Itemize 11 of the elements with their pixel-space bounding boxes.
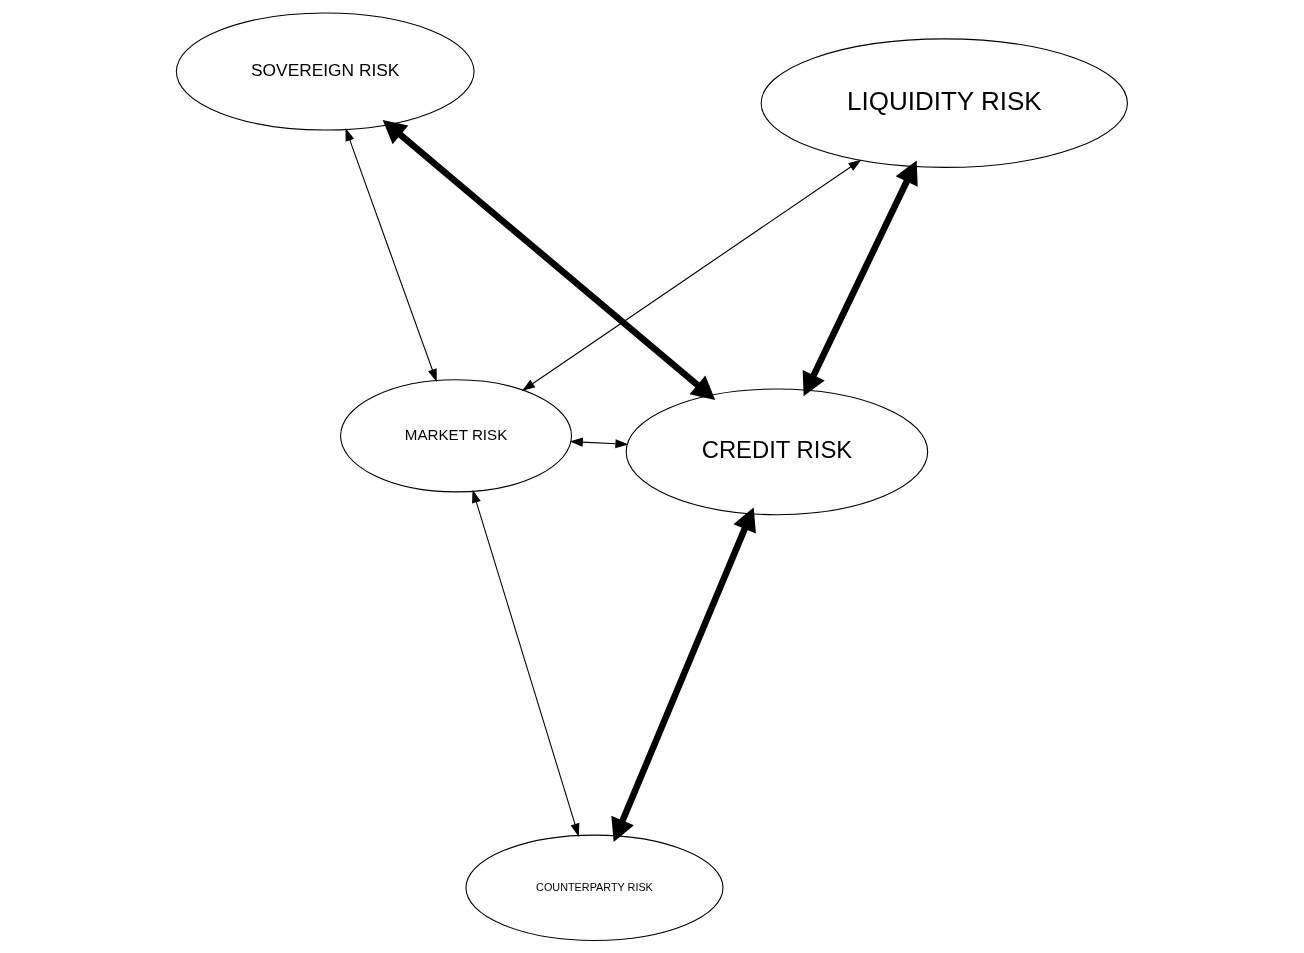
node-ellipse: COUNTERPARTY RISK: [465, 834, 724, 941]
arrow: [472, 489, 580, 837]
arrow: [382, 119, 716, 400]
arrow: [345, 127, 437, 382]
arrow: [802, 160, 918, 396]
arrow: [522, 159, 862, 391]
node-ellipse: LIQUIDITY RISK: [760, 37, 1128, 168]
node-ellipse: CREDIT RISK: [625, 388, 929, 515]
arrow: [611, 506, 756, 842]
arrow: [569, 437, 629, 448]
node-ellipse: SOVEREIGN RISK: [175, 12, 475, 131]
